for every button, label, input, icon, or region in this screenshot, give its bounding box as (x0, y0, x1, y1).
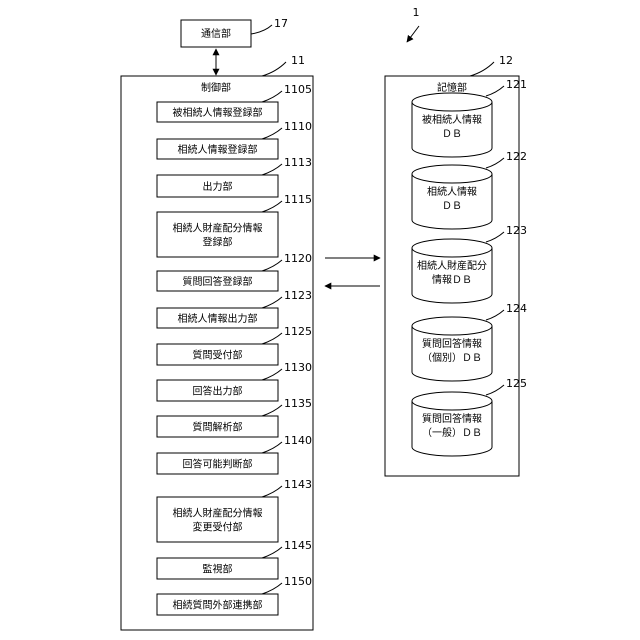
subunit-ref: 1125 (284, 325, 312, 338)
control-leader (262, 62, 286, 76)
subunit-box (157, 212, 278, 257)
subunit-ref: 1140 (284, 434, 312, 447)
database-label: （個別）ＤＢ (422, 351, 482, 364)
database-label: 相続人情報 (427, 185, 477, 198)
subunit-label: 相続質問外部連携部 (173, 599, 263, 612)
database-label: 質問回答情報 (422, 412, 482, 425)
database-label: 情報ＤＢ (432, 273, 472, 286)
communication-ref: 17 (274, 17, 288, 30)
communication-label: 通信部 (201, 27, 231, 40)
system-reference: 1 (407, 6, 420, 42)
subunit-ref: 1123 (284, 289, 312, 302)
subunit-ref: 1120 (284, 252, 312, 265)
subunit-ref: 1143 (284, 478, 312, 491)
control-unit: 制御部 11 被相続人情報登録部 1105 相続人情報登録部 1110 出力部 1113 相… (121, 54, 313, 630)
subunit-ref: 1105 (284, 83, 312, 96)
database-label: 被相続人情報 (422, 113, 482, 126)
subunit-label: 質問受付部 (193, 349, 243, 362)
subunit-label: 出力部 (203, 180, 233, 193)
system-pointer-arrow (407, 26, 419, 42)
subunit-ref: 1145 (284, 539, 312, 552)
database-label: 質問回答情報 (422, 337, 482, 350)
database-ref: 124 (506, 302, 527, 315)
database-ref: 123 (506, 224, 527, 237)
subunit-ref: 1150 (284, 575, 312, 588)
database-label: 相続人財産配分 (417, 259, 487, 272)
subunit-label: 相続人財産配分情報 (173, 222, 263, 235)
database-label: ＤＢ (442, 201, 462, 212)
communication-unit: 通信部 17 (181, 17, 288, 47)
database-ref: 125 (506, 377, 527, 390)
subunit-label: 質問解析部 (193, 421, 243, 434)
control-label: 制御部 (201, 81, 231, 94)
subunit-ref: 1113 (284, 156, 312, 169)
control-ref: 11 (291, 54, 305, 67)
database-ref: 121 (506, 78, 527, 91)
subunit-label: 変更受付部 (193, 521, 243, 534)
subunit-label: 被相続人情報登録部 (173, 106, 263, 119)
subunit-label: 回答可能判断部 (183, 458, 253, 471)
subunit-label: 相続人情報出力部 (178, 312, 258, 325)
storage-ref: 12 (499, 54, 513, 67)
system-ref-number: 1 (413, 6, 420, 19)
subunit-label: 回答出力部 (193, 385, 243, 398)
subunit-label: 相続人情報登録部 (178, 143, 258, 156)
subunit-ref: 1135 (284, 397, 312, 410)
storage-label: 記憶部 (437, 81, 467, 94)
subunit-box (157, 497, 278, 542)
subunit-label: 登録部 (203, 236, 233, 249)
storage-unit: 記憶部 12 被相続人情報 ＤＢ 121 相続人情報 ＤＢ 122 相続人財産配分情報ＤＢ 1… (385, 54, 527, 476)
communication-leader (251, 25, 272, 34)
subunit-ref: 1115 (284, 193, 312, 206)
subunit-label: 監視部 (203, 563, 233, 576)
subunit-label: 質問回答登録部 (183, 275, 253, 288)
subunit-label: 相続人財産配分情報 (173, 507, 263, 520)
storage-leader (470, 62, 494, 76)
database-ref: 122 (506, 150, 527, 163)
subunit-ref: 1130 (284, 361, 312, 374)
database-label: ＤＢ (442, 129, 462, 140)
database-label: （一般）ＤＢ (422, 426, 482, 439)
subunit-ref: 1110 (284, 120, 312, 133)
